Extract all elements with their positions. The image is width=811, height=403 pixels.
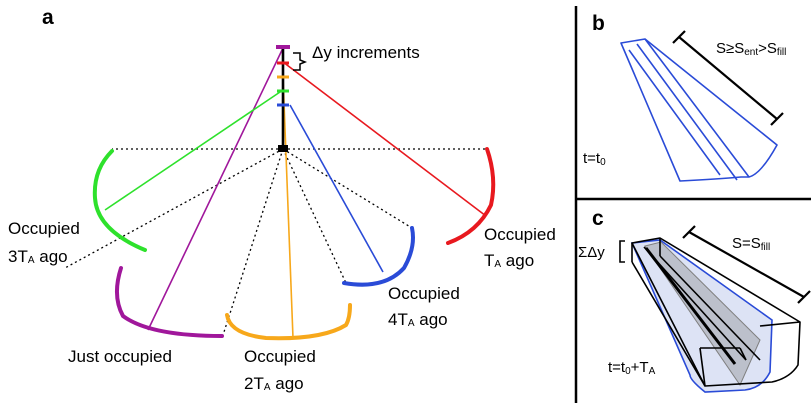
arc-magenta [115, 266, 224, 338]
svg-text:4TA ago: 4TA ago [388, 310, 448, 329]
ray-red [282, 61, 487, 217]
arc-green [92, 149, 147, 252]
panel-label-a: a [42, 6, 54, 29]
occupied-2-label: Occupied 2TA ago [244, 347, 316, 393]
arc-red [446, 147, 496, 245]
increments-label: Δy increments [312, 43, 420, 62]
center-line-c [644, 247, 737, 365]
beam-shape-b [620, 38, 778, 182]
dotted-outline [64, 148, 487, 333]
stem [276, 45, 290, 152]
panel-label-b: b [592, 12, 605, 35]
svg-text:Occupied: Occupied [388, 284, 460, 303]
ray-magenta [147, 47, 284, 331]
sum-brace-icon [619, 240, 625, 263]
ray-blue [289, 104, 384, 273]
svg-text:Occupied: Occupied [8, 219, 80, 238]
brace-icon [293, 52, 308, 71]
occupied-1-label: Occupied TA ago [484, 225, 556, 270]
ray-green [104, 89, 284, 211]
size-bar-c [682, 225, 811, 304]
inner-volume-c [644, 241, 761, 387]
svg-text:2TA ago: 2TA ago [244, 374, 304, 393]
occupied-3-label: Occupied 3TA ago [8, 219, 80, 266]
size-label-c: S=Sfill [732, 235, 770, 253]
rays [104, 47, 487, 339]
ray-orange [282, 75, 294, 339]
svg-text:TA ago: TA ago [484, 251, 534, 270]
svg-text:Occupied: Occupied [484, 225, 556, 244]
just-occupied-label: Just occupied [68, 347, 172, 366]
panel-label-c: c [592, 207, 604, 230]
occupied-4-label: Occupied 4TA ago [388, 284, 460, 329]
sum-label-c: ΣΔy [578, 244, 605, 261]
size-bar-b [672, 30, 784, 126]
arc-orange [225, 303, 352, 341]
svg-text:Occupied: Occupied [244, 347, 316, 366]
arcs [92, 147, 496, 341]
time-label-b: t=t0 [583, 150, 606, 168]
svg-text:3TA ago: 3TA ago [8, 247, 68, 266]
arc-blue [342, 226, 415, 287]
time-label-c: t=t0+TA [608, 359, 656, 377]
size-label-b: S≥Sent>Sfill [716, 40, 786, 58]
